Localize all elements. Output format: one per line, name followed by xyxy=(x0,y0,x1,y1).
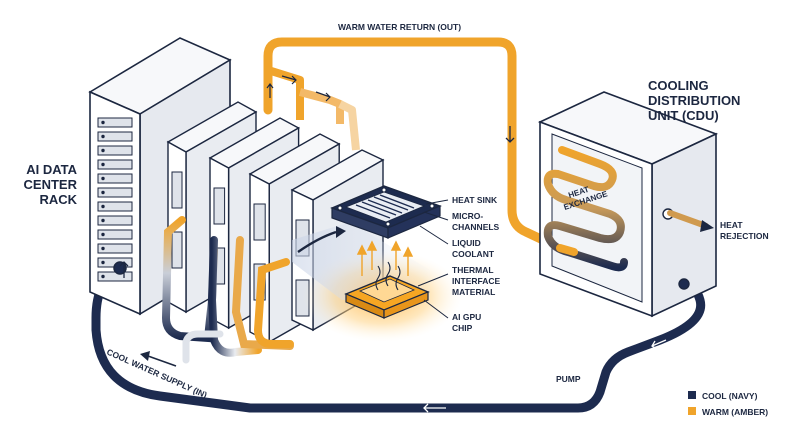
thermal-interface-layer xyxy=(358,278,416,303)
heat-sink-label: HEAT SINK xyxy=(452,195,498,205)
heat-rejection-label: HEAT REJECTION xyxy=(720,220,769,241)
svg-text:COOLANT: COOLANT xyxy=(452,249,495,259)
legend: COOL (NAVY) WARM (AMBER) xyxy=(688,391,768,417)
rack-led xyxy=(101,120,105,125)
svg-text:INTERFACE: INTERFACE xyxy=(452,276,501,286)
legend-warm-swatch xyxy=(688,407,696,415)
heat-rise-arrows xyxy=(356,240,414,276)
rack-led xyxy=(101,148,105,153)
svg-text:AI GPU: AI GPU xyxy=(452,312,481,322)
top-pipe-2 xyxy=(298,88,344,124)
svg-text:MICRO-: MICRO- xyxy=(452,211,483,221)
rack-title: AI DATA CENTER RACK xyxy=(24,162,78,207)
cool-supply-pipe xyxy=(91,263,706,413)
cdu-title: COOLING DISTRIBUTION UNIT (CDU) xyxy=(648,78,740,123)
rack-led xyxy=(101,246,105,251)
rack-led xyxy=(101,134,105,139)
rack-slot xyxy=(97,159,133,170)
svg-text:HEAT: HEAT xyxy=(720,220,743,230)
rack-led xyxy=(101,274,105,279)
rack-slot xyxy=(97,131,133,142)
cool-supply-arrow xyxy=(147,355,177,367)
rack-slot xyxy=(97,187,133,198)
top-flow-arrows xyxy=(266,75,331,102)
top-pipe-1 xyxy=(264,66,304,120)
legend-cool: COOL (NAVY) xyxy=(688,391,758,401)
svg-text:WARM (AMBER): WARM (AMBER) xyxy=(702,407,768,417)
svg-text:UNIT (CDU): UNIT (CDU) xyxy=(648,108,719,123)
rack-led xyxy=(101,162,105,167)
svg-text:CENTER: CENTER xyxy=(24,177,78,192)
blade-pipe-4 xyxy=(253,258,294,348)
rack-led xyxy=(101,232,105,237)
rack-led xyxy=(101,176,105,181)
pump-label: PUMP xyxy=(556,374,581,384)
svg-text:AI DATA: AI DATA xyxy=(26,162,77,177)
svg-text:RACK: RACK xyxy=(39,192,77,207)
rack-led xyxy=(101,190,105,195)
svg-text:THERMAL: THERMAL xyxy=(452,265,494,275)
warm-return-label: WARM WATER RETURN (OUT) xyxy=(338,22,461,32)
chip-stack xyxy=(330,185,442,319)
legend-cool-swatch xyxy=(688,391,696,399)
rack-slot xyxy=(97,145,133,156)
svg-text:COOL (NAVY): COOL (NAVY) xyxy=(702,391,758,401)
svg-text:MATERIAL: MATERIAL xyxy=(452,287,495,297)
thermal-interface-label: THERMAL INTERFACE MATERIAL xyxy=(452,265,501,297)
rack-led xyxy=(101,204,105,209)
leader-lines xyxy=(417,199,449,319)
legend-warm: WARM (AMBER) xyxy=(688,407,768,417)
svg-text:LIQUID: LIQUID xyxy=(452,238,481,248)
micro-channels-label: MICRO- CHANNELS xyxy=(452,211,500,232)
rack-slot xyxy=(97,117,133,128)
heat-rejection-pipe xyxy=(667,210,709,229)
micro-channel-lines xyxy=(355,194,415,219)
liquid-coolant-label: LIQUID COOLANT xyxy=(452,238,495,259)
svg-text:DISTRIBUTION: DISTRIBUTION xyxy=(648,93,740,108)
rack-slots xyxy=(97,117,133,282)
rack-slot xyxy=(97,173,133,184)
svg-text:COOLING: COOLING xyxy=(648,78,709,93)
svg-text:REJECTION: REJECTION xyxy=(720,231,769,241)
heat-exchanger-coil xyxy=(543,146,628,272)
loop-flow-arrows xyxy=(119,126,667,413)
warm-return-pipe xyxy=(263,37,565,253)
svg-text:CHANNELS: CHANNELS xyxy=(452,222,500,232)
rack-slot xyxy=(97,201,133,212)
rack-slot xyxy=(97,215,133,226)
rack-led xyxy=(101,260,105,265)
zoom-arrow xyxy=(297,230,337,253)
heat-wave-lines xyxy=(375,261,401,291)
blade-pipe-2 xyxy=(207,236,262,357)
rack-led xyxy=(101,218,105,223)
top-pipe-3 xyxy=(338,100,360,151)
svg-text:CHIP: CHIP xyxy=(452,323,473,333)
rack-slot xyxy=(97,243,133,254)
gpu-chip-label: AI GPU CHIP xyxy=(452,312,481,333)
rack-slot xyxy=(97,229,133,240)
blade-pipe-5 xyxy=(182,330,224,364)
